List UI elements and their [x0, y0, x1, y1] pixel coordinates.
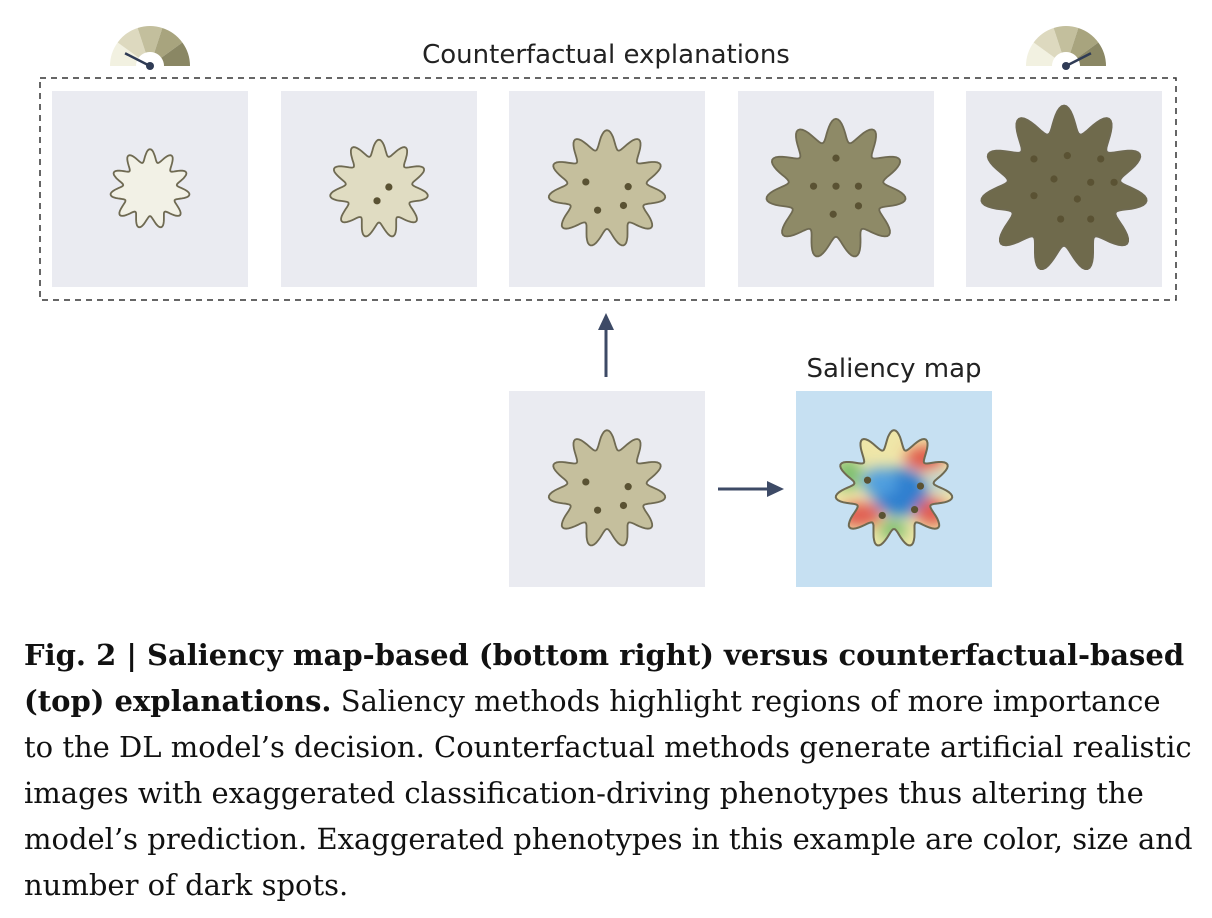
specimen-shape: [547, 429, 667, 547]
dark-spot: [624, 483, 632, 491]
dark-spot: [829, 210, 837, 218]
dark-spot: [1087, 178, 1095, 186]
counterfactual-panel: [966, 91, 1162, 287]
caption-label: Fig. 2 | Saliency map-based (bottom righ…: [24, 638, 1185, 718]
dark-spot: [809, 182, 818, 190]
specimen-shape: [329, 138, 429, 238]
dark-spot: [1087, 215, 1095, 223]
gauge-high-icon: [1026, 25, 1106, 70]
dark-spot: [854, 182, 863, 190]
dark-spot: [1030, 192, 1038, 200]
counterfactual-title: Counterfactual explanations: [422, 40, 790, 70]
gauge-low-icon: [110, 25, 190, 70]
dark-spot: [863, 476, 872, 484]
dark-spot: [910, 505, 919, 514]
specimen-shape: [109, 148, 191, 229]
specimen-shape: [980, 104, 1148, 270]
saliency-title: Saliency map: [806, 354, 981, 384]
dark-spot: [832, 154, 840, 162]
dark-spot: [1057, 215, 1065, 223]
counterfactual-panel: [281, 91, 477, 287]
arrow-up-icon: [598, 313, 614, 377]
dark-spot: [878, 511, 886, 520]
dark-spot: [385, 183, 393, 191]
dark-spot: [1097, 155, 1105, 163]
dark-spot: [1110, 178, 1118, 186]
dark-spot: [624, 183, 632, 191]
dark-spot: [1050, 175, 1058, 183]
dark-spot: [582, 178, 590, 186]
dark-spot: [1063, 152, 1071, 160]
counterfactual-panel: [738, 91, 934, 287]
counterfactual-panel: [52, 91, 248, 287]
dark-spot: [854, 202, 863, 210]
figure-caption: Fig. 2 | Saliency map-based (bottom righ…: [24, 632, 1194, 908]
dark-spot: [916, 482, 925, 490]
counterfactual-dashed-box: [39, 77, 1177, 301]
specimen-shape: [547, 129, 667, 247]
dark-spot: [1073, 195, 1081, 203]
arrow-right-icon: [718, 481, 784, 497]
dark-spot: [1030, 155, 1038, 163]
figure-diagram: Counterfactual explanations Saliency map: [39, 25, 1177, 587]
dark-spot: [832, 182, 840, 190]
input-image-panel: [509, 391, 705, 587]
counterfactual-panel: [509, 91, 705, 287]
saliency-map-panel: [796, 391, 992, 587]
dark-spot: [593, 206, 602, 214]
dark-spot: [373, 197, 381, 205]
counterfactual-panels: [52, 91, 1162, 287]
dark-spot: [619, 201, 628, 210]
dark-spot: [593, 506, 602, 514]
dark-spot: [619, 501, 628, 510]
caption-text: Saliency methods highlight regions of mo…: [24, 684, 1193, 902]
dark-spot: [582, 478, 590, 486]
